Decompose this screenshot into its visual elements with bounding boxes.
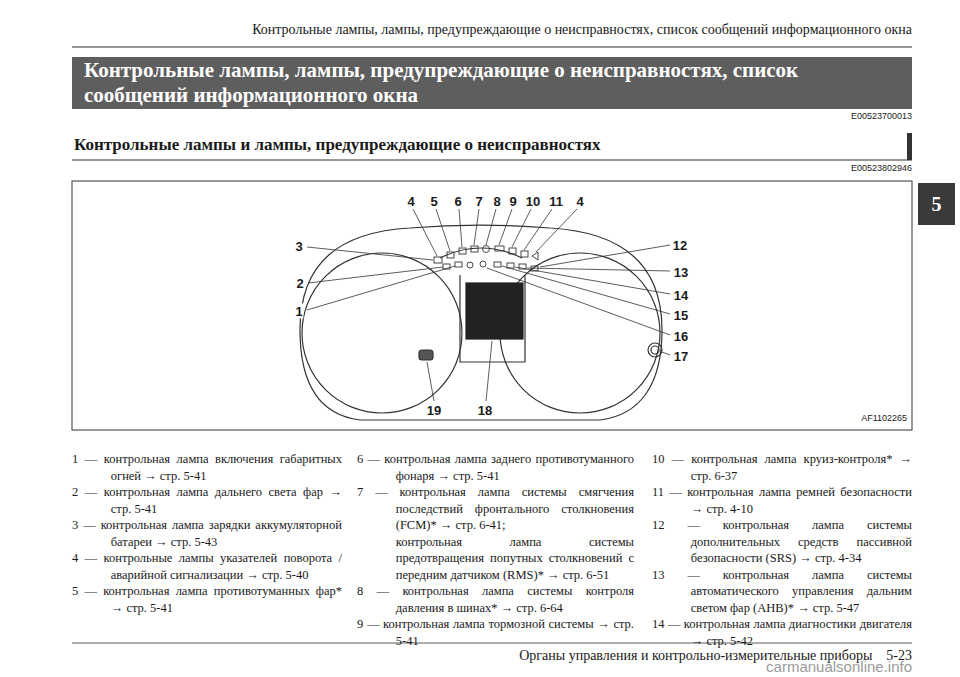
chapter-number: 5	[932, 193, 942, 216]
lamp-arc	[440, 248, 522, 258]
legend-item: 2 — контрольная лампа дальнего света фар…	[72, 484, 342, 517]
callout-number: 11	[548, 194, 564, 209]
legend-item: 7 — контрольная лампа системы смягчения …	[357, 484, 634, 534]
header-rule	[72, 47, 912, 48]
callout-number: 12	[672, 238, 688, 253]
subheading-rule	[72, 159, 912, 160]
title-band: Контрольные лампы, лампы, предупреждающи…	[72, 57, 912, 109]
subheading-bar	[907, 133, 912, 160]
callout-number: 17	[673, 349, 689, 364]
legend-item: 10 — контрольная лампа круиз-контроля* →…	[652, 451, 912, 484]
legend-item: 4 — контрольные лампы указателей поворот…	[72, 550, 342, 583]
info-display	[466, 283, 523, 339]
leader-lines	[307, 209, 670, 401]
legend-item: 13 — контрольная лампа системы автоматич…	[652, 567, 912, 617]
callout-number: 15	[673, 308, 689, 323]
callout-number: 18	[477, 403, 493, 418]
instrument-cluster	[300, 225, 662, 420]
display-surround	[460, 275, 525, 362]
footer-rule	[72, 643, 912, 644]
figure-code: AF1102265	[861, 413, 907, 423]
running-header: Контрольные лампы, лампы, предупреждающи…	[252, 22, 912, 38]
legend-item: 11 — контрольная лампа ремней безопаснос…	[652, 484, 912, 517]
callout-number: 1	[294, 304, 303, 319]
callout-number: 8	[492, 194, 501, 209]
callout-number: 2	[295, 276, 304, 291]
chapter-tab: 5	[918, 183, 955, 225]
legend-item: 9 — контрольная лампа тормозной системы …	[357, 616, 634, 649]
callout-number: 13	[673, 265, 689, 280]
reset-button	[648, 343, 662, 357]
callout-number: 4	[575, 194, 584, 209]
callout-number: 4	[406, 194, 415, 209]
legend-column: 6 — контрольная лампа заднего противотум…	[357, 451, 634, 649]
watermark: carmanualsonline.info	[766, 658, 912, 675]
legend-item: 3 — контрольная лампа зарядки аккумулято…	[72, 517, 342, 550]
lamp-icon	[419, 350, 433, 360]
legend-column: 10 — контрольная лампа круиз-контроля* →…	[652, 451, 912, 649]
legend-item: 14 — контрольная лампа диагностики двига…	[652, 616, 912, 649]
section-code: E00523802946	[851, 163, 912, 173]
legend-item: 8 — контрольная лампа системы контроля д…	[357, 583, 634, 616]
callout-number: 5	[429, 194, 438, 209]
figure-frame	[72, 181, 912, 430]
callout-number: 3	[294, 239, 303, 254]
callout-number: 16	[673, 329, 689, 344]
callout-number: 7	[474, 194, 483, 209]
legend-item: 12 — контрольная лампа системы дополните…	[652, 517, 912, 567]
section-code: E00523700013	[851, 111, 912, 121]
legend-item: контрольная лампа системы предотвращения…	[357, 534, 634, 584]
callout-number: 6	[453, 194, 462, 209]
legend-item: 5 — контрольная лампа противотуманных фа…	[72, 583, 342, 616]
callout-number: 9	[508, 194, 517, 209]
legend-item: 1 — контрольная лампа включения габаритн…	[72, 451, 342, 484]
legend-column: 1 — контрольная лампа включения габаритн…	[72, 451, 342, 616]
left-gauge	[302, 253, 462, 413]
right-gauge	[500, 253, 660, 413]
callout-number: 19	[426, 403, 442, 418]
cluster-hood	[300, 225, 662, 420]
legend-item: 6 — контрольная лампа заднего противотум…	[357, 451, 634, 484]
subheading: Контрольные лампы и лампы, предупреждающ…	[74, 135, 600, 155]
callout-number: 10	[525, 194, 541, 209]
reset-button-inner	[651, 346, 659, 354]
callout-number: 14	[673, 288, 689, 303]
